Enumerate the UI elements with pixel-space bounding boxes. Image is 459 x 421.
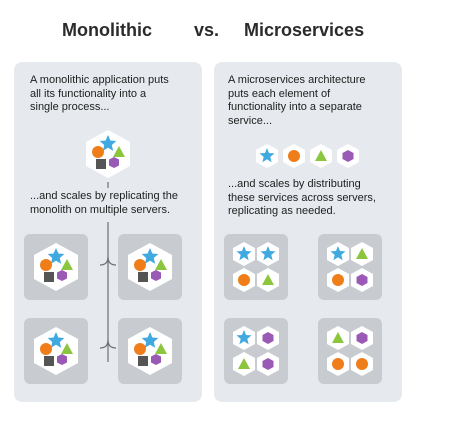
circle-service-icon (327, 352, 349, 376)
microservice-server-2 (318, 234, 382, 300)
microservices-scale-text: ...and scales by distributing these serv… (228, 178, 376, 217)
monolith-replica-icon (128, 327, 172, 375)
microservices-intro-text: A microservices architecture puts each e… (228, 74, 366, 127)
triangle-service-icon (327, 326, 349, 350)
triangle-service-icon (310, 144, 332, 168)
star-service-icon (256, 144, 278, 168)
microservices-title: Microservices (244, 20, 365, 40)
microservices-panel: A microservices architecture puts each e… (214, 62, 402, 402)
star-service-icon (233, 326, 255, 350)
hexagon-service-icon (257, 326, 279, 350)
monolithic-title: Monolithic (62, 20, 152, 40)
vs-label: vs. (194, 20, 220, 40)
circle-service-icon (233, 268, 255, 292)
microservice-server-4 (318, 318, 382, 384)
hexagon-service-icon (337, 144, 359, 168)
hexagon-service-icon (257, 352, 279, 376)
microservice-server-1 (224, 234, 288, 300)
monolithic-intro-text: A monolithic application puts all its fu… (30, 74, 169, 113)
monolith-process-icon (86, 130, 130, 178)
circle-service-icon (327, 268, 349, 292)
triangle-service-icon (257, 268, 279, 292)
microservice-server-3 (224, 318, 288, 384)
triangle-service-icon (351, 242, 373, 266)
monolithic-panel: A monolithic application puts all its fu… (14, 62, 202, 402)
hexagon-service-icon (351, 268, 373, 292)
connector-lines (99, 182, 117, 362)
monolithic-scale-text: ...and scales by replicating the monolit… (30, 190, 178, 216)
monolith-replica-icon (128, 243, 172, 291)
circle-service-icon (351, 352, 373, 376)
triangle-service-icon (233, 352, 255, 376)
circle-service-icon (283, 144, 305, 168)
star-service-icon (327, 242, 349, 266)
monolith-replica-icon (34, 243, 78, 291)
monolith-replica-icon (34, 327, 78, 375)
hexagon-service-icon (351, 326, 373, 350)
star-service-icon (233, 242, 255, 266)
star-service-icon (257, 242, 279, 266)
